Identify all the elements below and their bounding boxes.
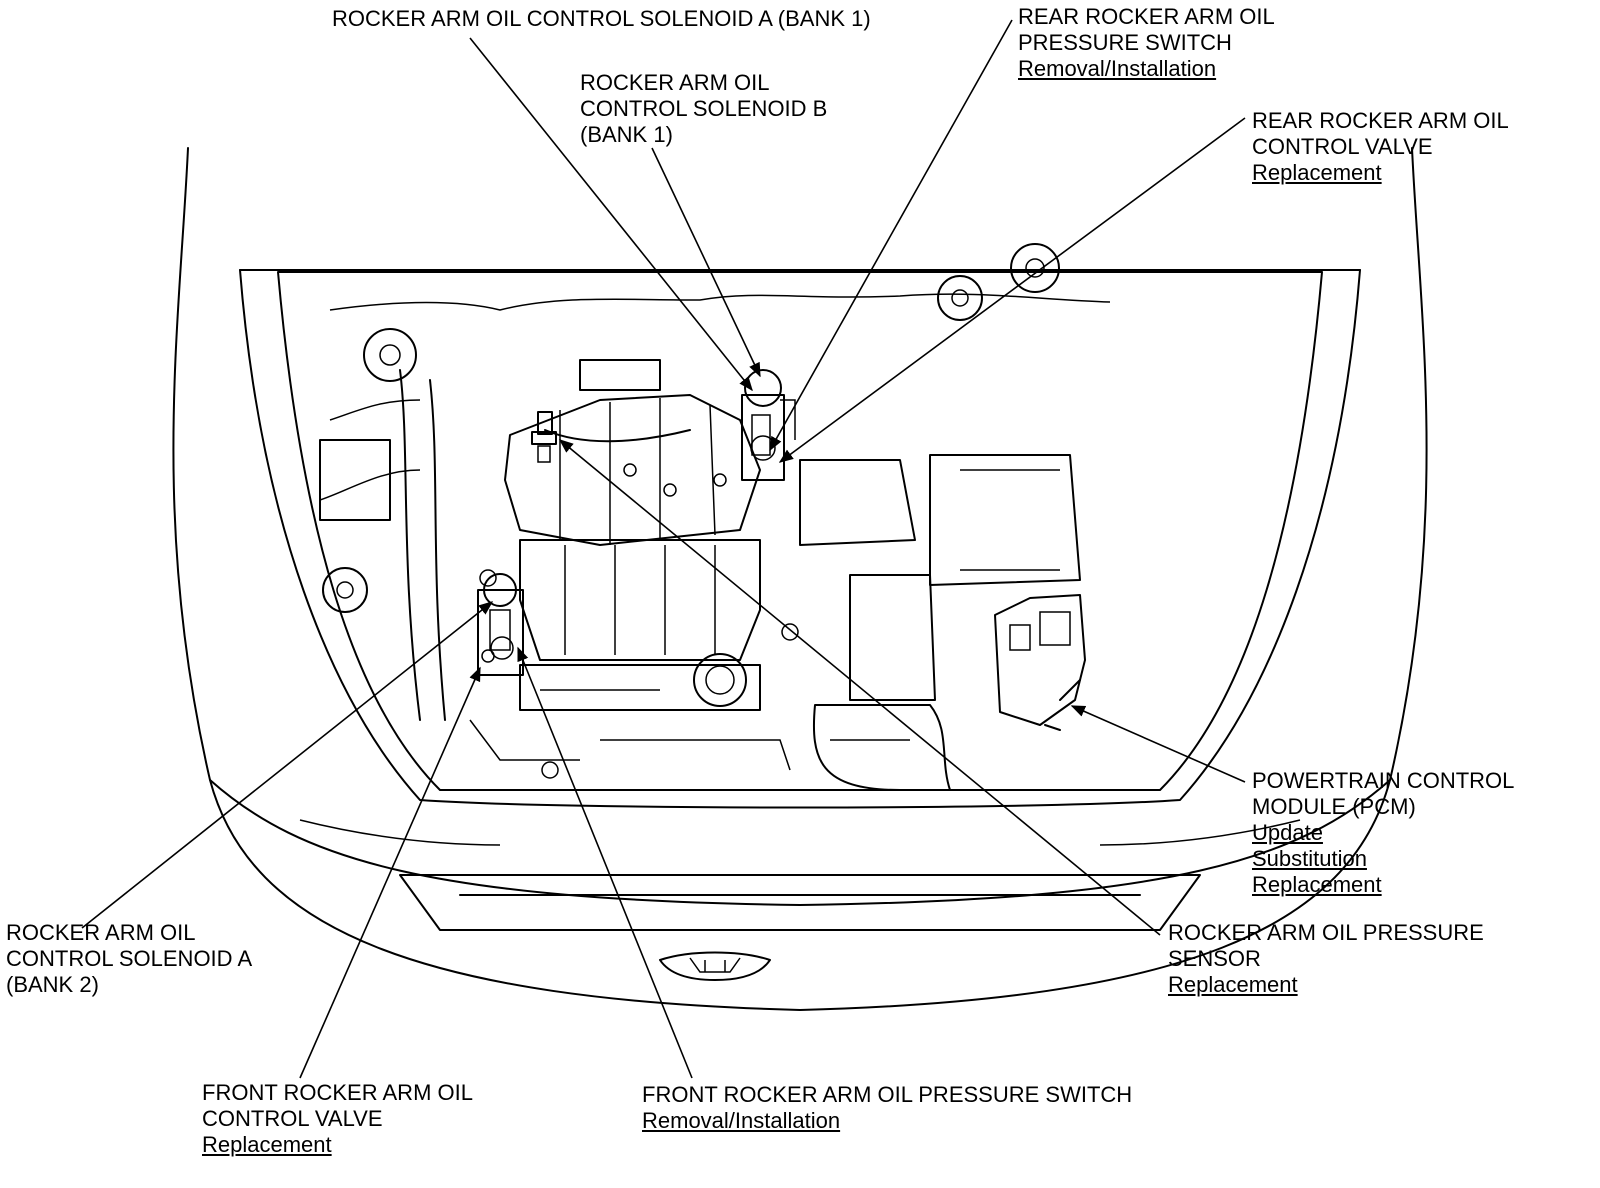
leader-front-valve	[299, 666, 481, 1079]
pcm-module	[994, 594, 1086, 731]
callout-label: FRONT ROCKER ARM OIL	[202, 1080, 473, 1105]
callout-label: SENSOR	[1168, 946, 1261, 971]
vehicle-body-outline	[172, 147, 1428, 1011]
replacement-link[interactable]: Replacement	[1252, 872, 1382, 897]
callout-rear-control-valve: REAR ROCKER ARM OIL CONTROL VALVE Replac…	[1252, 108, 1509, 186]
callout-label: POWERTRAIN CONTROL	[1252, 768, 1515, 793]
update-link[interactable]: Update	[1252, 820, 1323, 845]
callout-label: ROCKER ARM OIL	[6, 920, 196, 945]
leader-pressure-sensor	[558, 439, 1161, 936]
callout-label: REAR ROCKER ARM OIL	[1018, 4, 1275, 29]
callout-front-pressure-switch: FRONT ROCKER ARM OIL PRESSURE SWITCH Rem…	[642, 1082, 1132, 1134]
replacement-link[interactable]: Replacement	[1168, 972, 1298, 997]
callout-label: REAR ROCKER ARM OIL	[1252, 108, 1509, 133]
leader-lines	[81, 19, 1246, 1079]
callout-solenoid-a-bank1: ROCKER ARM OIL CONTROL SOLENOID A (BANK …	[332, 6, 871, 32]
callout-label: FRONT ROCKER ARM OIL PRESSURE SWITCH	[642, 1082, 1133, 1107]
leader-rear-valve	[778, 117, 1246, 463]
leader-sol-a-bank1	[469, 37, 753, 392]
leader-rear-switch	[769, 19, 1013, 452]
callout-rear-pressure-switch: REAR ROCKER ARM OIL PRESSURE SWITCH Remo…	[1018, 4, 1275, 82]
callout-label: ROCKER ARM OIL	[580, 70, 770, 95]
callout-label: MODULE (PCM)	[1252, 794, 1416, 819]
leader-pcm	[1070, 705, 1246, 783]
leader-front-switch	[517, 646, 693, 1079]
callout-label: CONTROL VALVE	[202, 1106, 383, 1131]
callout-label: CONTROL SOLENOID A	[6, 946, 253, 971]
callout-label: CONTROL VALVE	[1252, 134, 1433, 159]
removal-installation-link[interactable]: Removal/Installation	[642, 1108, 841, 1133]
front-valve-cluster	[477, 569, 524, 676]
brand-emblem	[659, 951, 771, 981]
leader-sol-a-bank2	[81, 601, 494, 929]
engine-compartment	[277, 243, 1323, 791]
leader-sol-b-bank1	[651, 147, 761, 378]
callout-label: CONTROL SOLENOID B	[580, 96, 828, 121]
callout-solenoid-a-bank2: ROCKER ARM OIL CONTROL SOLENOID A (BANK …	[6, 920, 252, 998]
callout-label: (BANK 2)	[6, 972, 99, 997]
callout-label: PRESSURE SWITCH	[1018, 30, 1232, 55]
replacement-link[interactable]: Replacement	[202, 1132, 332, 1157]
callout-label: (BANK 1)	[580, 122, 673, 147]
callout-oil-pressure-sensor: ROCKER ARM OIL PRESSURE SENSOR Replaceme…	[1168, 920, 1484, 998]
callout-pcm: POWERTRAIN CONTROL MODULE (PCM) Update S…	[1252, 768, 1514, 898]
oil-pressure-sensor	[531, 411, 557, 463]
callout-label: ROCKER ARM OIL CONTROL SOLENOID A (BANK …	[332, 6, 871, 31]
replacement-link[interactable]: Replacement	[1252, 160, 1382, 185]
callout-solenoid-b-bank1: ROCKER ARM OIL CONTROL SOLENOID B (BANK …	[580, 70, 827, 148]
callout-label: ROCKER ARM OIL PRESSURE	[1168, 920, 1484, 945]
callout-front-control-valve: FRONT ROCKER ARM OIL CONTROL VALVE Repla…	[202, 1080, 473, 1158]
removal-installation-link[interactable]: Removal/Installation	[1018, 56, 1217, 81]
substitution-link[interactable]: Substitution	[1252, 846, 1367, 871]
